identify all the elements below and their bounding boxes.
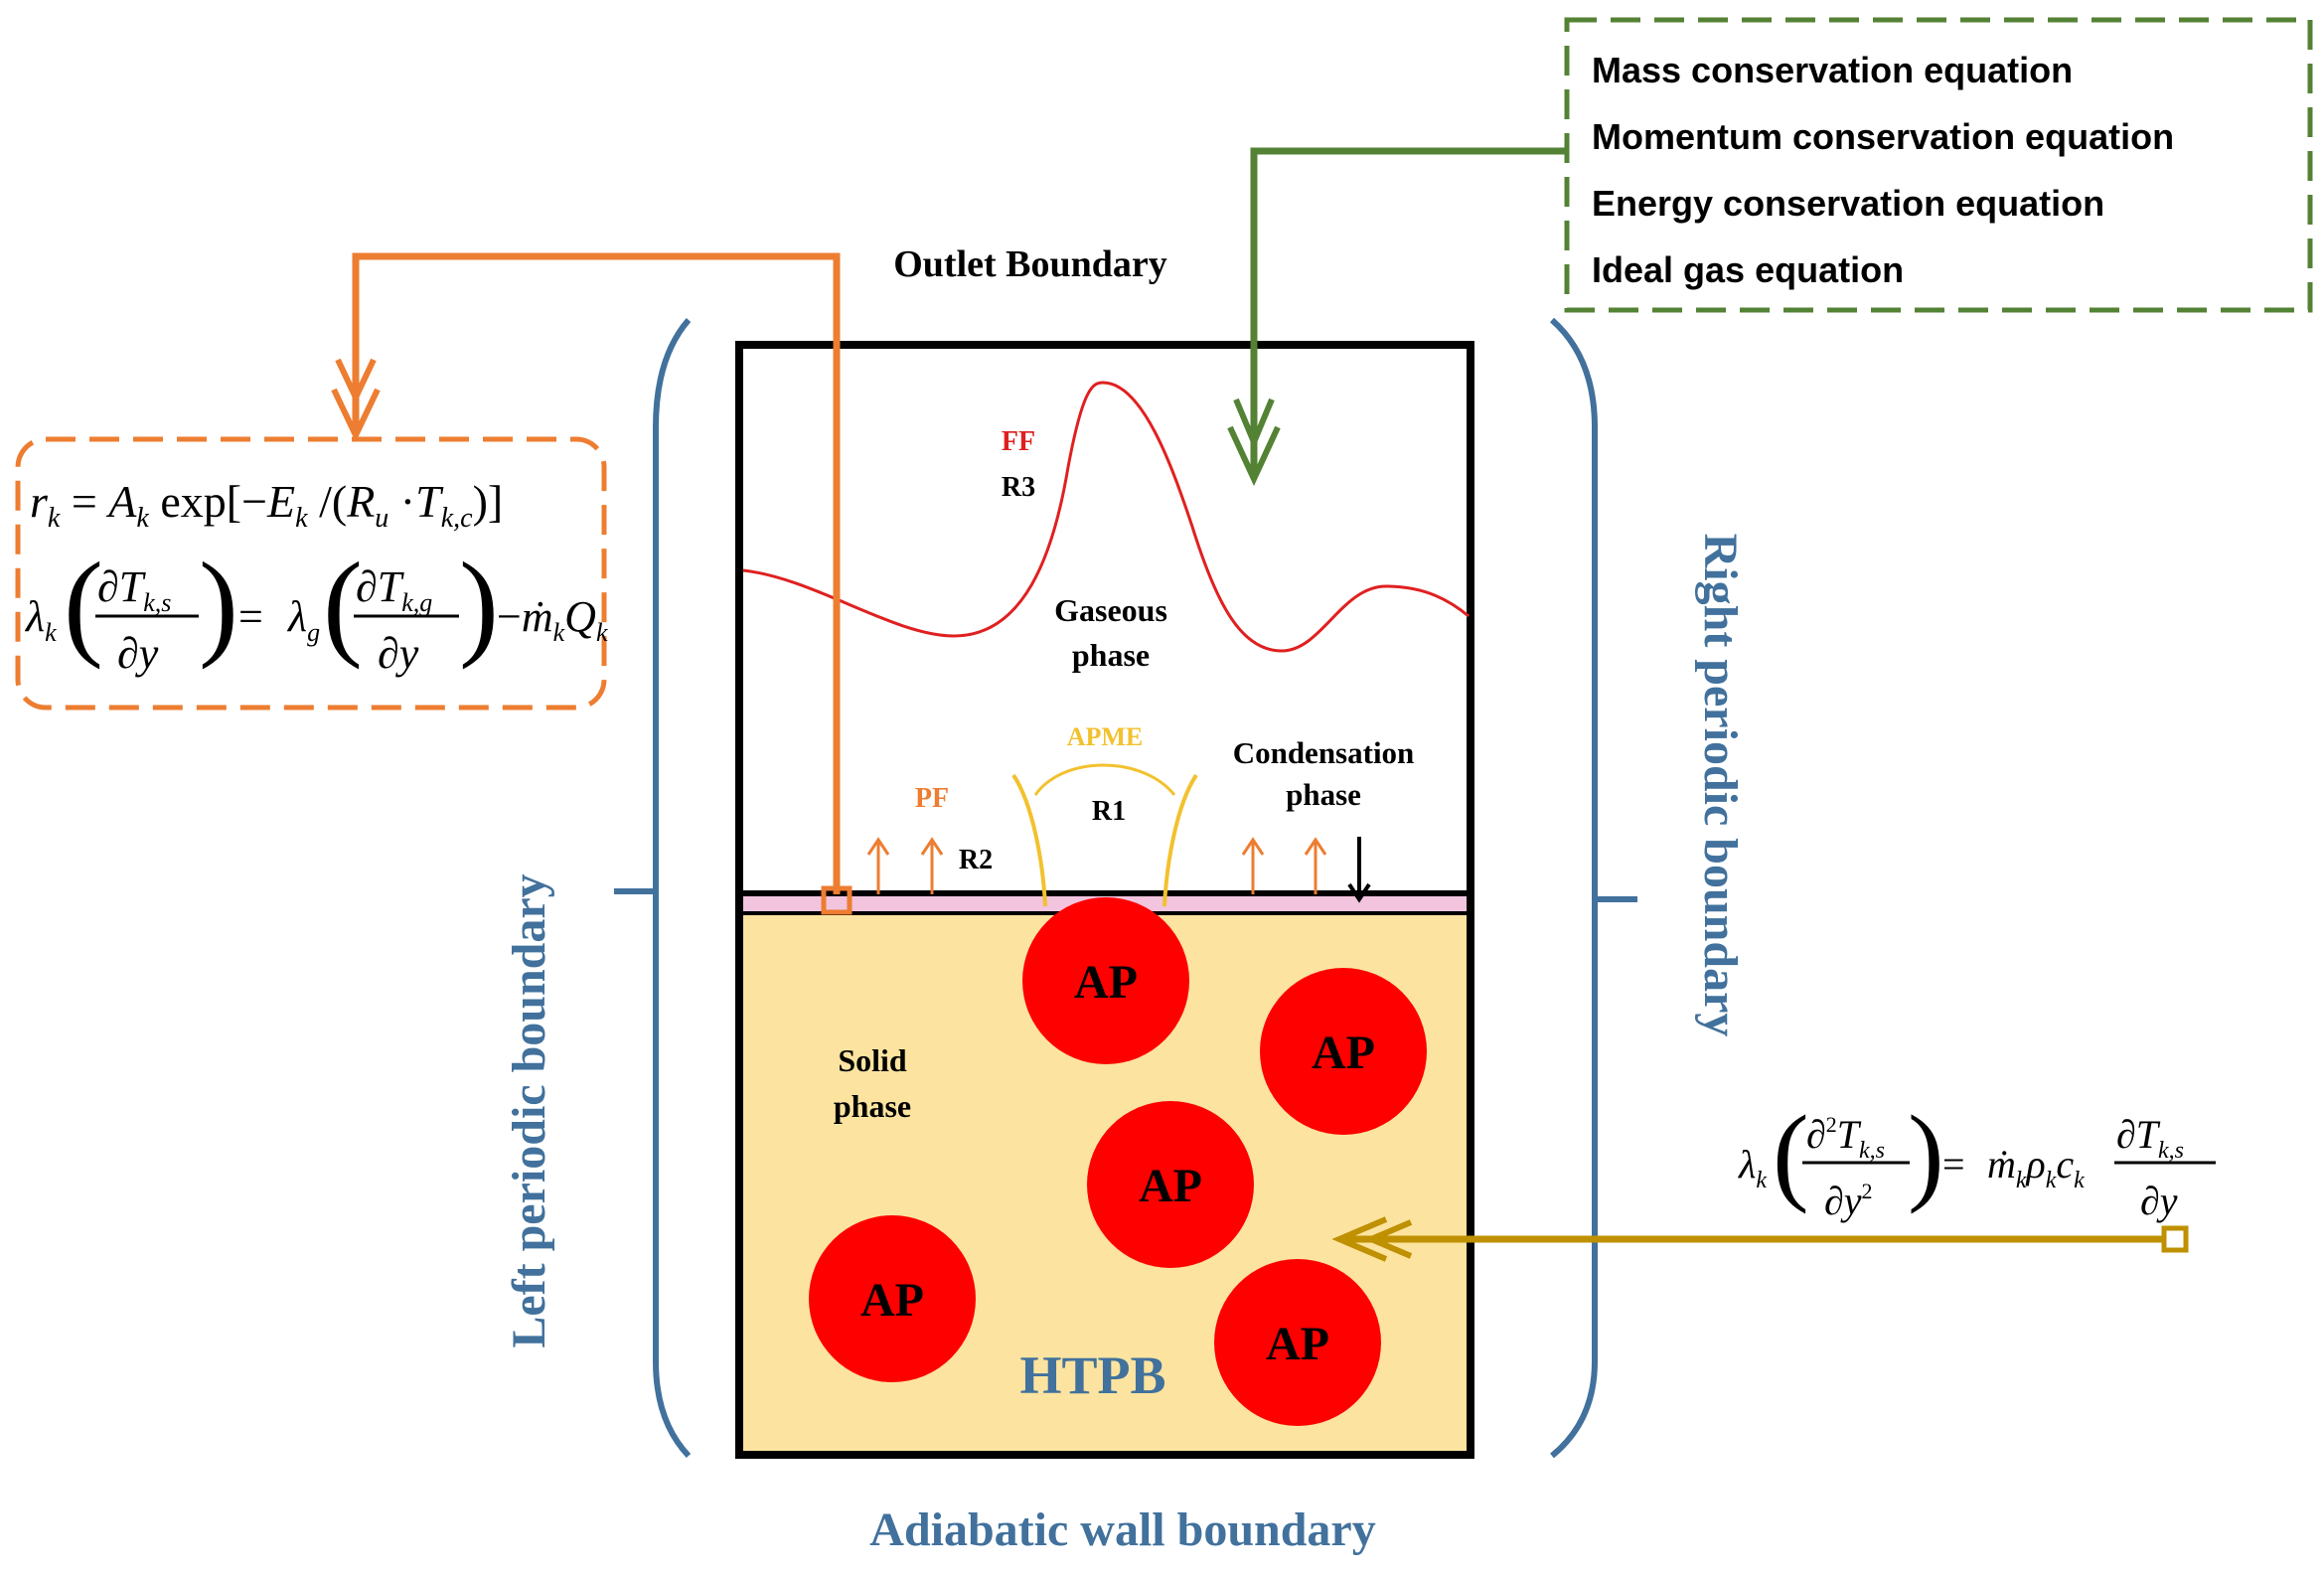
gaseous-phase-label: Gaseous [1054, 592, 1167, 628]
left-bracket [653, 318, 692, 1459]
ap-label: AP [860, 1274, 924, 1327]
svg-text:∂y: ∂y [378, 629, 419, 678]
gold-arrowhead [1331, 1216, 1413, 1262]
green-connector [1250, 147, 1567, 477]
mass-conservation-text: Mass conservation equation [1592, 50, 2073, 90]
apme-label: APME [1067, 722, 1144, 751]
svg-text:∂y: ∂y [2140, 1179, 2178, 1223]
svg-text:): ) [459, 538, 499, 670]
gas-equations-box: Mass conservation equation Momentum cons… [1227, 17, 2313, 487]
reaction-rate-equation: rk = Ak exp[−Ek /(Ru ·Tk,c)] [30, 476, 503, 534]
surface-equations-frame [15, 436, 607, 711]
ap-particles: AP AP AP AP AP [809, 897, 1427, 1426]
region-labels: Gaseous phase Condensation phase Solid p… [834, 592, 1414, 1405]
outlet-boundary-label: Outlet Boundary [893, 243, 1167, 285]
momentum-conservation-text: Momentum conservation equation [1592, 116, 2174, 157]
pf-arrow [920, 837, 944, 894]
surface-equations-box: rk = Ak exp[−Ek /(Ru ·Tk,c)] λk ( ∂Tk,s … [15, 252, 852, 915]
ap-particle: AP [1214, 1259, 1381, 1426]
svg-text:rk = Ak exp[−Ek /(Ru ·Tk,c)]: rk = Ak exp[−Ek /(Ru ·Tk,c)] [30, 476, 503, 534]
svg-text:λg: λg [286, 592, 320, 647]
svg-text:): ) [199, 538, 238, 670]
orange-arrowhead [331, 358, 381, 442]
pf-arrow [1304, 837, 1327, 894]
svg-text:∂2Tk,s: ∂2Tk,s [1806, 1112, 1885, 1164]
r3-label: R3 [1002, 472, 1035, 503]
orange-connector [352, 252, 841, 894]
svg-text:(: ( [64, 538, 103, 670]
condensation-arrow [1347, 837, 1371, 903]
right-periodic-boundary-label: Right periodic boundary [1694, 534, 1747, 1037]
htpb-label: HTPB [1019, 1345, 1165, 1405]
svg-text:∂Tk,s: ∂Tk,s [97, 562, 171, 617]
left-periodic-boundary-label: Left periodic boundary [503, 873, 555, 1347]
r1-label: R1 [1092, 796, 1126, 827]
right-bracket [1550, 317, 1598, 1459]
pf-arrow [1241, 837, 1265, 894]
orange-anchor-square [821, 885, 852, 915]
surface-energy-balance-equation: λk ( ∂Tk,s ∂y ) = λg ( ∂Tk,g ∂y ) −ṁkQk [24, 538, 608, 678]
solid-phase-label: Solid [838, 1042, 907, 1078]
gas-equations-frame [1564, 17, 2313, 313]
condensation-phase-label-2: phase [1286, 777, 1361, 812]
svg-text:−ṁkQk: −ṁkQk [497, 592, 608, 647]
solid-conduction-equation: λk ( ∂2Tk,s ∂y2 ) = ṁkρkck ∂Tk,s ∂y [1331, 1093, 2216, 1262]
ap-particle: AP [809, 1215, 976, 1382]
ap-label: AP [1139, 1160, 1202, 1212]
svg-text:=: = [238, 592, 263, 641]
svg-text:): ) [1908, 1093, 1944, 1214]
svg-text:∂y2: ∂y2 [1824, 1179, 1873, 1223]
svg-text:(: ( [1773, 1093, 1809, 1214]
ap-label: AP [1312, 1027, 1375, 1079]
green-arrowhead [1227, 397, 1281, 487]
ideal-gas-text: Ideal gas equation [1592, 249, 1904, 290]
ap-label: AP [1266, 1318, 1329, 1370]
ap-particle: AP [1260, 968, 1427, 1135]
pf-label: PF [915, 783, 949, 814]
pf-arrows [866, 837, 1327, 894]
svg-text:∂Tk,s: ∂Tk,s [2116, 1112, 2184, 1164]
svg-text:∂Tk,g: ∂Tk,g [356, 562, 432, 617]
ff-label: FF [1002, 426, 1035, 457]
gold-anchor-square [2161, 1225, 2189, 1253]
svg-text:λk: λk [24, 592, 57, 647]
svg-text:λk: λk [1738, 1142, 1767, 1193]
r2-label: R2 [959, 845, 993, 875]
domain-frame [735, 341, 1474, 1459]
flame-structures: FF R3 APME R1 PF R2 [742, 381, 1470, 907]
apme-flame-arc [1033, 763, 1176, 796]
ap-label: AP [1074, 956, 1138, 1009]
ap-particle: AP [1022, 897, 1189, 1064]
gaseous-phase-label-2: phase [1072, 637, 1150, 673]
svg-text:ṁkρkck: ṁkρkck [1987, 1142, 2085, 1193]
final-flame-curve [742, 381, 1470, 653]
svg-text:∂y: ∂y [117, 629, 159, 678]
svg-text:(: ( [323, 538, 363, 670]
condensation-phase-label: Condensation [1233, 735, 1415, 770]
apme-flame-left [1011, 773, 1047, 907]
ap-particle: AP [1087, 1101, 1254, 1268]
energy-conservation-text: Energy conservation equation [1592, 183, 2104, 224]
adiabatic-wall-boundary-label: Adiabatic wall boundary [869, 1503, 1375, 1556]
apme-flame-right [1162, 773, 1198, 907]
solid-phase-label-2: phase [834, 1088, 911, 1124]
pf-arrow [866, 837, 890, 894]
svg-text:=: = [1942, 1142, 1965, 1186]
boundaries: Outlet Boundary Left periodic boundary R… [503, 243, 1747, 1556]
